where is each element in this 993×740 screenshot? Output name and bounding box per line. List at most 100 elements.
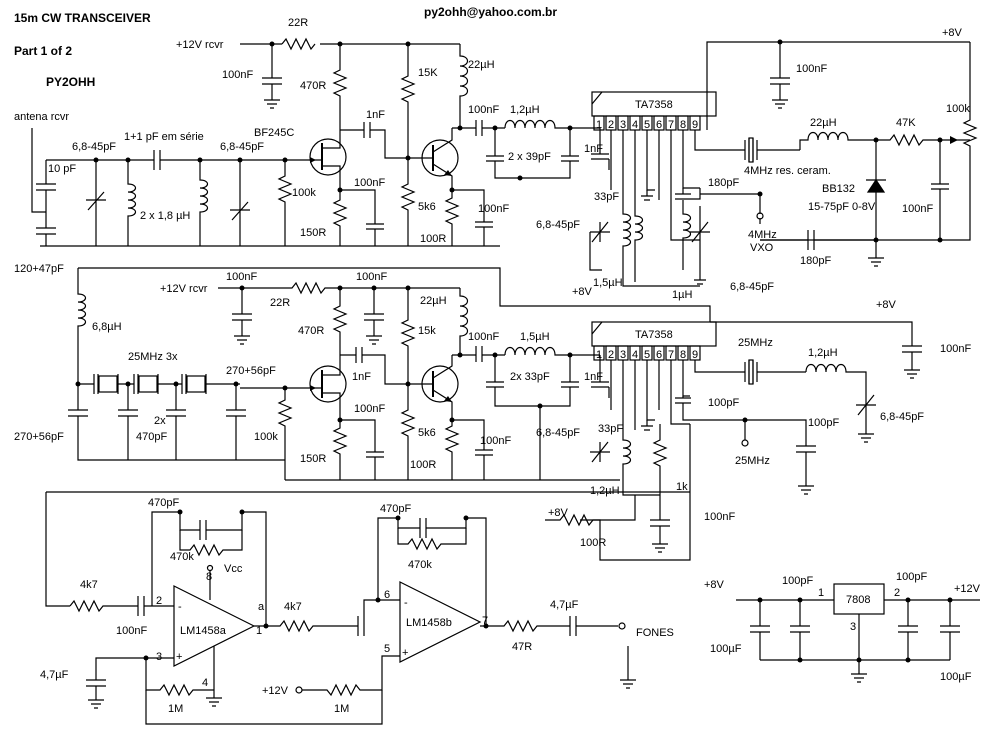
c-100uf-label: 100µF — [710, 643, 742, 655]
c-100nf-label: 100nF — [468, 104, 499, 116]
title: 15m CW TRANSCEIVER — [14, 11, 151, 25]
c-100nf-label: 100nF — [222, 69, 253, 81]
c-470pf-label: 470pF — [380, 503, 411, 515]
r-15k-label: 15K — [418, 67, 438, 79]
r-22r-label: 22R — [288, 17, 308, 29]
r-470r-label: 470R — [300, 80, 326, 92]
c-33pf-label: 33pF — [598, 423, 623, 435]
pin-label: 1 — [256, 625, 262, 637]
c-100pf-label: 100pF — [782, 575, 813, 587]
rx-mixer-section: +12V rcvr 22R 100nF 470R 15K 22µH 1nF BF… — [14, 17, 978, 301]
pin-label: 4 — [202, 677, 208, 689]
pin-label: 3 — [850, 621, 856, 633]
ic-ta7358-label: TA7358 — [635, 99, 673, 111]
svg-text:8: 8 — [680, 119, 686, 131]
r-1k-label: 1k — [676, 481, 688, 493]
supply-rx1: +12V rcvr — [176, 39, 224, 51]
supply-8v-label: +8V — [876, 299, 897, 311]
ic-ta7358-label: TA7358 — [635, 329, 673, 341]
c-1nf-label: 1nF — [584, 371, 603, 383]
pin-label: 1 — [818, 587, 824, 599]
antenna-label: antena rcvr — [14, 111, 69, 123]
svg-text:2: 2 — [608, 119, 614, 131]
r-470k-label: 470k — [170, 551, 194, 563]
svg-text:4: 4 — [632, 349, 638, 361]
svg-text:9: 9 — [692, 119, 698, 131]
r-47k-label: 47K — [896, 117, 916, 129]
pin-label: 3 — [156, 651, 162, 663]
c-trimmer-label: 6,8-45pF — [880, 411, 924, 423]
opamp-b-label: LM1458b — [406, 617, 452, 629]
svg-text:7: 7 — [668, 119, 674, 131]
c-27056pf-label: 270+56pF — [226, 365, 276, 377]
c-100nf-label: 100nF — [116, 625, 147, 637]
c-100nf-label: 100nF — [480, 435, 511, 447]
vxo-label: VXO — [750, 242, 774, 254]
c-100pf-label: 100pF — [708, 397, 739, 409]
c-100nf-label: 100nF — [354, 403, 385, 415]
svg-text:8: 8 — [680, 349, 686, 361]
l-22uh-label: 22µH — [420, 295, 447, 307]
c-27056pf-label: 270+56pF — [14, 431, 64, 443]
c-100nf-label: 100nF — [940, 343, 971, 355]
c-100nf-label: 100nF — [356, 271, 387, 283]
c-100nf-label: 100nF — [478, 203, 509, 215]
q-bf245c-label: BF245C — [254, 127, 294, 139]
pin-label: 7 — [482, 615, 488, 627]
svg-text:6: 6 — [656, 119, 662, 131]
r-5k6-label: 5k6 — [418, 427, 436, 439]
svg-text:4: 4 — [632, 119, 638, 131]
r-5k6-label: 5k6 — [418, 201, 436, 213]
c-1nf-label: 1nF — [584, 143, 603, 155]
email: py2ohh@yahoo.com.br — [424, 5, 557, 19]
svg-text:-: - — [178, 601, 182, 613]
c-trimmer-label: 6,8-45pF — [730, 281, 774, 293]
c-trimmer-label: 6,8-45pF — [536, 427, 580, 439]
tx-mixer-section: 6,8µH +8V 100nF +12V rcvr 22R 100nF 100n… — [14, 267, 971, 561]
c-10pf-label: 10 pF — [48, 163, 76, 175]
vcc-label: Vcc — [224, 563, 243, 575]
c-trimmer-label: 6,8-45pF — [536, 219, 580, 231]
c-180pf-label: 180pF — [708, 177, 739, 189]
l-15uh-label: 1,5µH — [520, 331, 550, 343]
c-2x470pf-label: 2x — [154, 415, 166, 427]
c-1nf-label: 1nF — [352, 371, 371, 383]
pin-label: 5 — [384, 643, 390, 655]
supply-8v-label: +8V — [942, 27, 963, 39]
c-100nf-label: 100nF — [796, 63, 827, 75]
svg-text:3: 3 — [620, 119, 626, 131]
audio-section: 4k7 100nF 470pF 470k LM1458a - + 2 3 1 a… — [40, 491, 690, 725]
r-22r-label: 22R — [270, 297, 290, 309]
supply-12v-label: +12V — [262, 685, 289, 697]
fones-label: FONES — [636, 627, 674, 639]
r-470r-label: 470R — [298, 325, 324, 337]
l-2x18uh-label: 2 x 1,8 µH — [140, 210, 190, 222]
r-1m-label: 1M — [168, 703, 183, 715]
c-12047pf-label: 120+47pF — [14, 263, 64, 275]
r-15k-label: 15k — [418, 325, 436, 337]
svg-text:9: 9 — [692, 349, 698, 361]
svg-text:6: 6 — [656, 349, 662, 361]
opamp-lm1458b — [399, 581, 482, 663]
svg-text:1: 1 — [596, 349, 602, 361]
l-15uh-label: 1,5µH — [593, 277, 623, 289]
r-150r-label: 150R — [300, 453, 326, 465]
regulator-label: 7808 — [846, 594, 870, 606]
c-470pf-label: 470pF — [148, 497, 179, 509]
c-47uf-label: 4,7µF — [40, 669, 69, 681]
svg-text:3: 3 — [620, 349, 626, 361]
l-68uh-label: 6,8µH — [92, 321, 122, 333]
r-100k-label: 100k — [254, 431, 278, 443]
r-47r-label: 47R — [512, 641, 532, 653]
r-100k-label: 100k — [292, 187, 316, 199]
r-100r-label: 100R — [410, 459, 436, 471]
l-22uh-label: 22µH — [810, 117, 837, 129]
c-180pf-label: 180pF — [800, 255, 831, 267]
svg-text:5: 5 — [644, 349, 650, 361]
svg-text:2: 2 — [608, 349, 614, 361]
part-label: Part 1 of 2 — [14, 44, 72, 58]
svg-text:7: 7 — [668, 349, 674, 361]
c-33pf-label: 33pF — [594, 191, 619, 203]
